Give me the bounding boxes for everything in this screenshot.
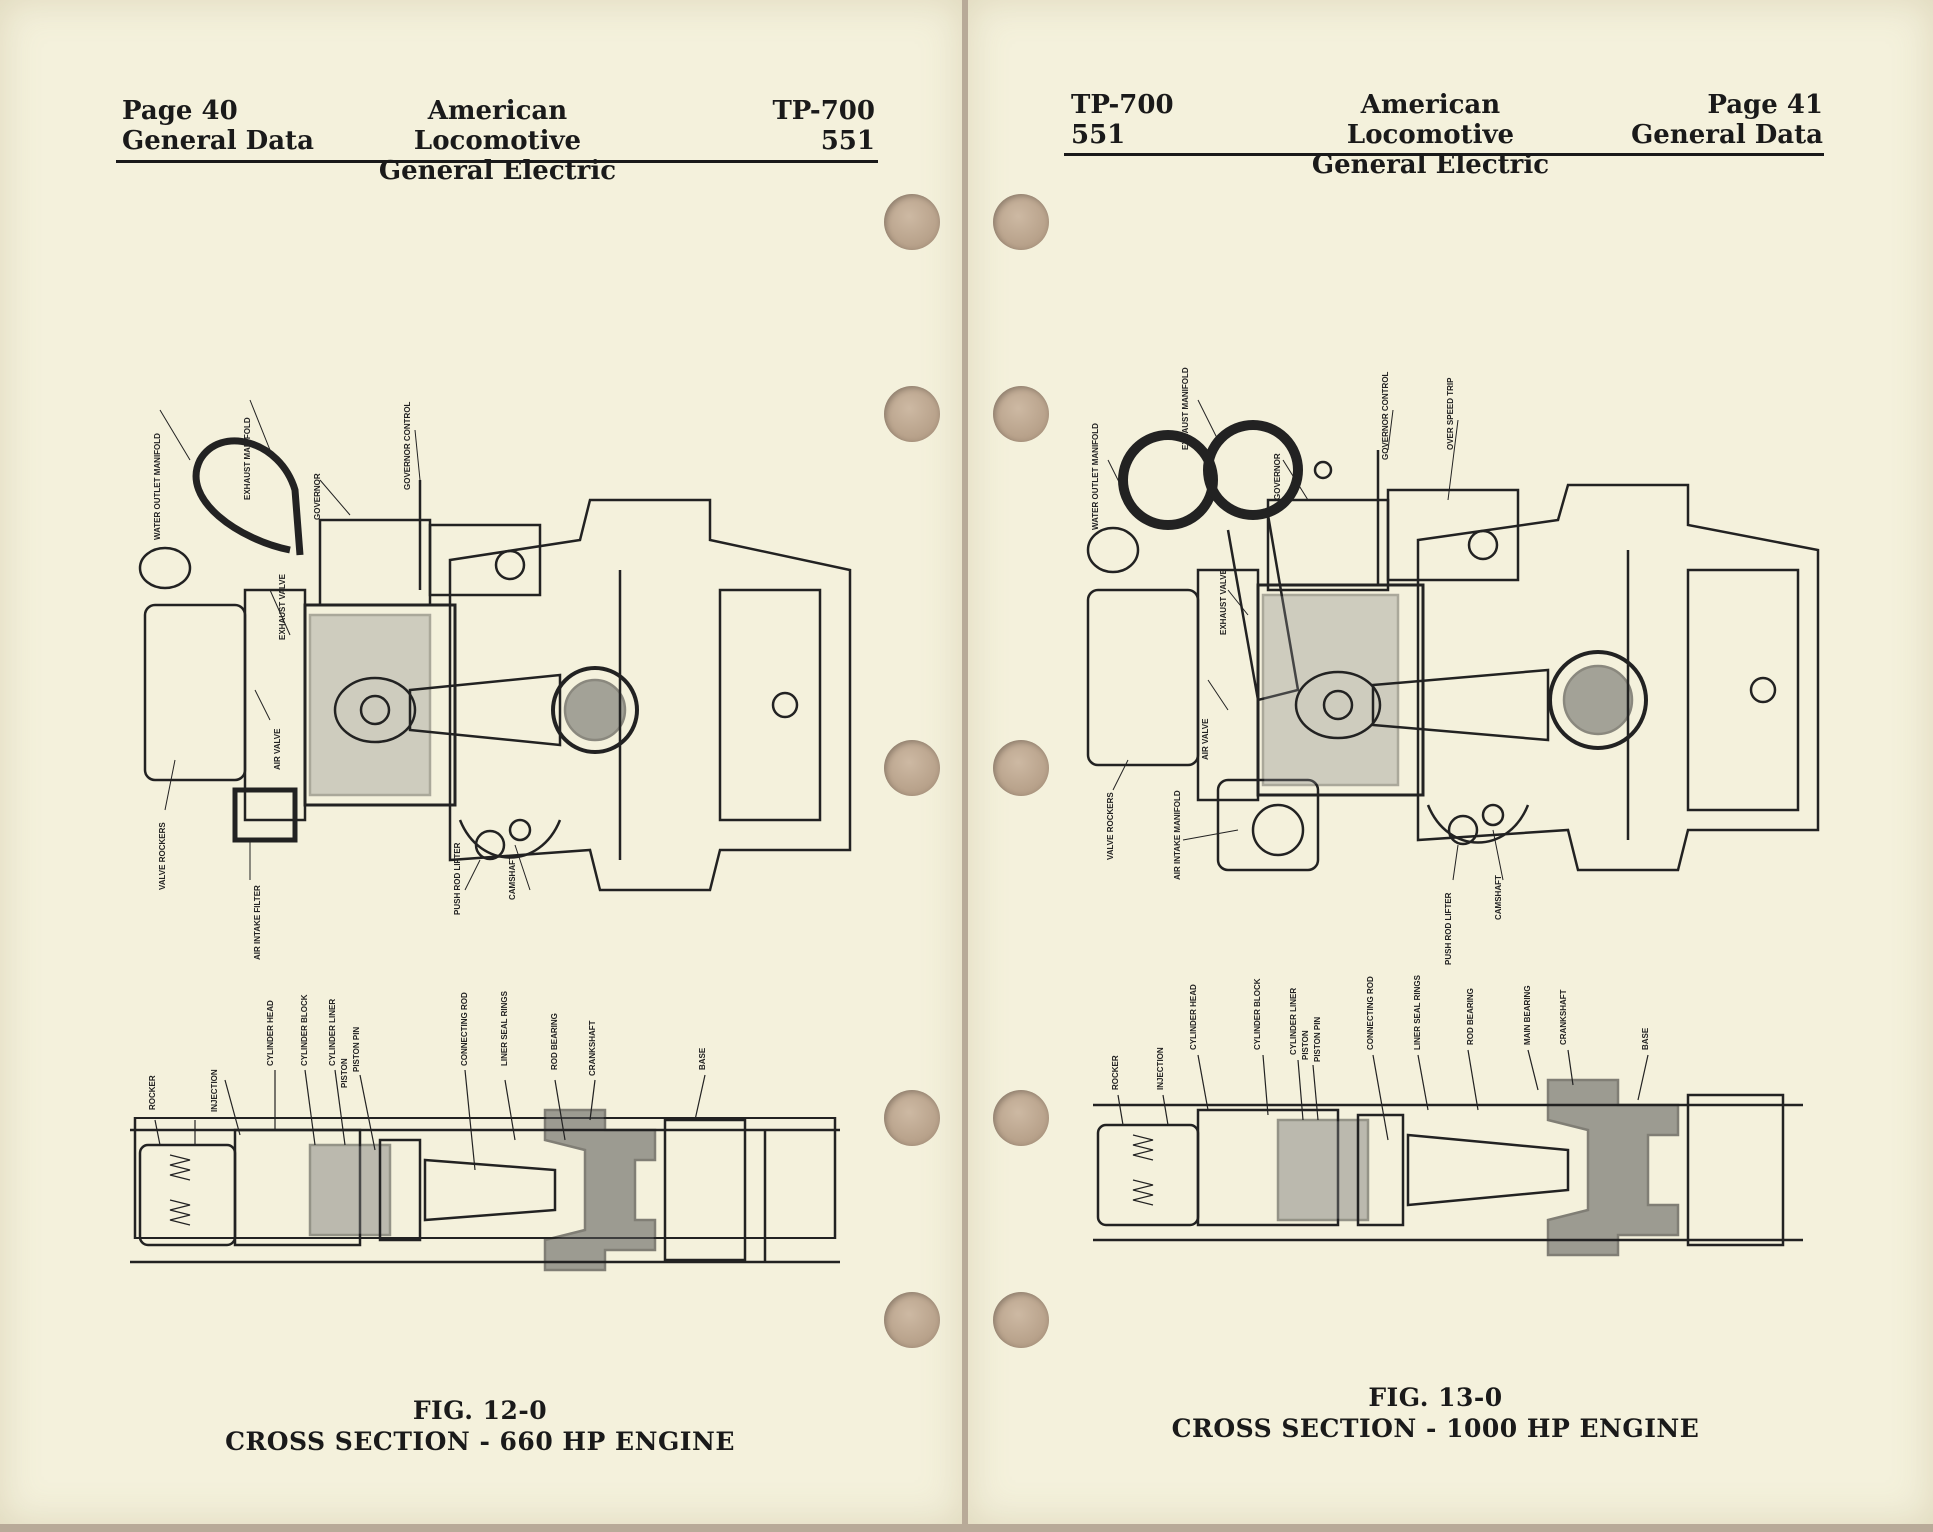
left-label-valve-rockers: VALVE ROCKERS <box>158 822 167 890</box>
right-header-rule <box>1064 153 1824 156</box>
left-label-exhaust-manifold: EXHAUST MANIFOLD <box>243 417 252 500</box>
left-label-rocker: ROCKER <box>148 1075 157 1110</box>
right-label-main-bearing: MAIN BEARING <box>1523 985 1532 1045</box>
right-header-company: American Locomotive General Electric <box>1283 90 1578 180</box>
right-punch-hole-5 <box>993 1292 1049 1348</box>
left-label-cylinder-head: CYLINDER HEAD <box>266 1000 275 1066</box>
left-header-doc: TP-700 551 <box>740 96 875 156</box>
left-label-air-valve: AIR VALVE <box>273 728 282 770</box>
left-label-connecting-rod: CONNECTING ROD <box>460 992 469 1066</box>
left-label-cylinder-block: CYLINDER BLOCK <box>300 994 309 1066</box>
left-page: Page 40 General Data American Locomotive… <box>0 0 962 1524</box>
right-label-air-intake-manifold: AIR INTAKE MANIFOLD <box>1173 790 1182 880</box>
left-page-number: Page 40 <box>122 96 238 126</box>
right-page: TP-700 551 American Locomotive General E… <box>968 0 1933 1524</box>
right-figure-number: FIG. 13-0 <box>1368 1383 1503 1412</box>
right-label-push-rod-lifter: PUSH ROD LIFTER <box>1444 892 1453 965</box>
left-label-push-rod-lifter: PUSH ROD LIFTER <box>453 842 462 915</box>
left-figure-number: FIG. 12-0 <box>412 1396 548 1425</box>
left-doc-number: 551 <box>820 126 875 156</box>
right-label-valve-rockers: VALVE ROCKERS <box>1106 792 1115 860</box>
right-company-line1: American Locomotive <box>1346 90 1515 150</box>
left-label-rod-bearing: ROD BEARING <box>550 1013 559 1070</box>
right-punch-hole-3 <box>993 740 1049 796</box>
right-figure-caption: FIG. 13-0 CROSS SECTION - 1000 HP ENGINE <box>1143 1382 1728 1444</box>
left-punch-hole-3 <box>884 740 940 796</box>
left-label-injection: INJECTION <box>210 1069 219 1112</box>
left-label-governor: GOVERNOR <box>313 473 322 520</box>
right-header-doc: TP-700 551 <box>1071 90 1174 150</box>
left-header-company: American Locomotive General Electric <box>350 96 645 186</box>
right-lower-engine-diagram: ROCKER INJECTION CYLINDER HEAD CYLINDER … <box>1093 974 1803 1257</box>
right-label-crankshaft: CRANKSHAFT <box>1559 989 1568 1045</box>
left-label-water-outlet: WATER OUTLET MANIFOLD <box>153 433 162 540</box>
right-label-cylinder-head: CYLINDER HEAD <box>1189 984 1198 1050</box>
left-header-rule <box>116 160 878 163</box>
right-label-cylinder-liner: CYLINDER LINER <box>1289 988 1298 1055</box>
right-label-injection: INJECTION <box>1156 1047 1165 1090</box>
right-punch-hole-4 <box>993 1090 1049 1146</box>
right-label-liner-seal-rings: LINER SEAL RINGS <box>1413 974 1422 1050</box>
right-page-number: Page 41 <box>1707 90 1823 120</box>
left-section-name: General Data <box>122 126 314 156</box>
left-label-camshaft: CAMSHAFT <box>508 855 517 900</box>
right-doc-code: TP-700 <box>1071 90 1174 120</box>
left-label-base: BASE <box>698 1047 707 1070</box>
right-label-connecting-rod: CONNECTING ROD <box>1366 976 1375 1050</box>
right-label-exhaust-manifold: EXHAUST MANIFOLD <box>1181 367 1190 450</box>
right-label-rod-bearing: ROD BEARING <box>1466 988 1475 1045</box>
left-upper-engine-diagram: WATER OUTLET MANIFOLD EXHAUST MANIFOLD G… <box>138 399 852 960</box>
right-label-cylinder-block: CYLINDER BLOCK <box>1253 978 1262 1050</box>
left-punch-hole-4 <box>884 1090 940 1146</box>
left-label-exhaust-valve: EXHAUST VALVE <box>278 573 287 640</box>
right-punch-hole-1 <box>993 194 1049 250</box>
right-label-water-outlet: WATER OUTLET MANIFOLD <box>1091 423 1100 530</box>
left-label-air-intake-filter: AIR INTAKE FILTER <box>253 885 262 960</box>
left-label-liner-seal-rings: LINER SEAL RINGS <box>500 990 509 1066</box>
right-doc-number: 551 <box>1071 120 1126 150</box>
right-label-air-valve: AIR VALVE <box>1201 718 1210 760</box>
right-figure-title: CROSS SECTION - 1000 HP ENGINE <box>1171 1414 1700 1443</box>
left-figure-title: CROSS SECTION - 660 HP ENGINE <box>225 1427 735 1456</box>
left-punch-hole-2 <box>884 386 940 442</box>
right-label-exhaust-valve: EXHAUST VALVE <box>1219 568 1228 635</box>
right-punch-hole-2 <box>993 386 1049 442</box>
left-punch-hole-1 <box>884 194 940 250</box>
right-label-governor: GOVERNOR <box>1273 453 1282 500</box>
right-label-governor-control: GOVERNOR CONTROL <box>1381 371 1390 460</box>
right-label-piston: PISTON <box>1301 1030 1310 1060</box>
right-label-base: BASE <box>1641 1027 1650 1050</box>
left-header-page-info: Page 40 General Data <box>122 96 314 156</box>
left-doc-code: TP-700 <box>772 96 875 126</box>
right-label-camshaft: CAMSHAFT <box>1494 875 1503 920</box>
left-label-cylinder-liner: CYLINDER LINER <box>328 999 337 1066</box>
right-label-piston-pin: PISTON PIN <box>1313 1017 1322 1062</box>
left-figure-caption: FIG. 12-0 CROSS SECTION - 660 HP ENGINE <box>200 1395 760 1457</box>
right-upper-engine-diagram: WATER OUTLET MANIFOLD EXHAUST MANIFOLD G… <box>1086 367 1820 965</box>
left-punch-hole-5 <box>884 1292 940 1348</box>
left-lower-engine-diagram: ROCKER INJECTION CYLINDER HEAD CYLINDER … <box>130 990 840 1272</box>
left-company-line1: American Locomotive <box>413 96 582 156</box>
left-label-crankshaft: CRANKSHAFT <box>588 1020 597 1076</box>
right-header-page-info: Page 41 General Data <box>1618 90 1823 150</box>
left-label-governor-control: GOVERNOR CONTROL <box>403 401 412 490</box>
left-label-piston: PISTON <box>340 1058 349 1088</box>
left-label-piston-pin: PISTON PIN <box>352 1027 361 1072</box>
right-label-rocker: ROCKER <box>1111 1055 1120 1090</box>
right-section-name: General Data <box>1631 120 1823 150</box>
right-label-over-speed-trip: OVER SPEED TRIP <box>1446 377 1455 450</box>
